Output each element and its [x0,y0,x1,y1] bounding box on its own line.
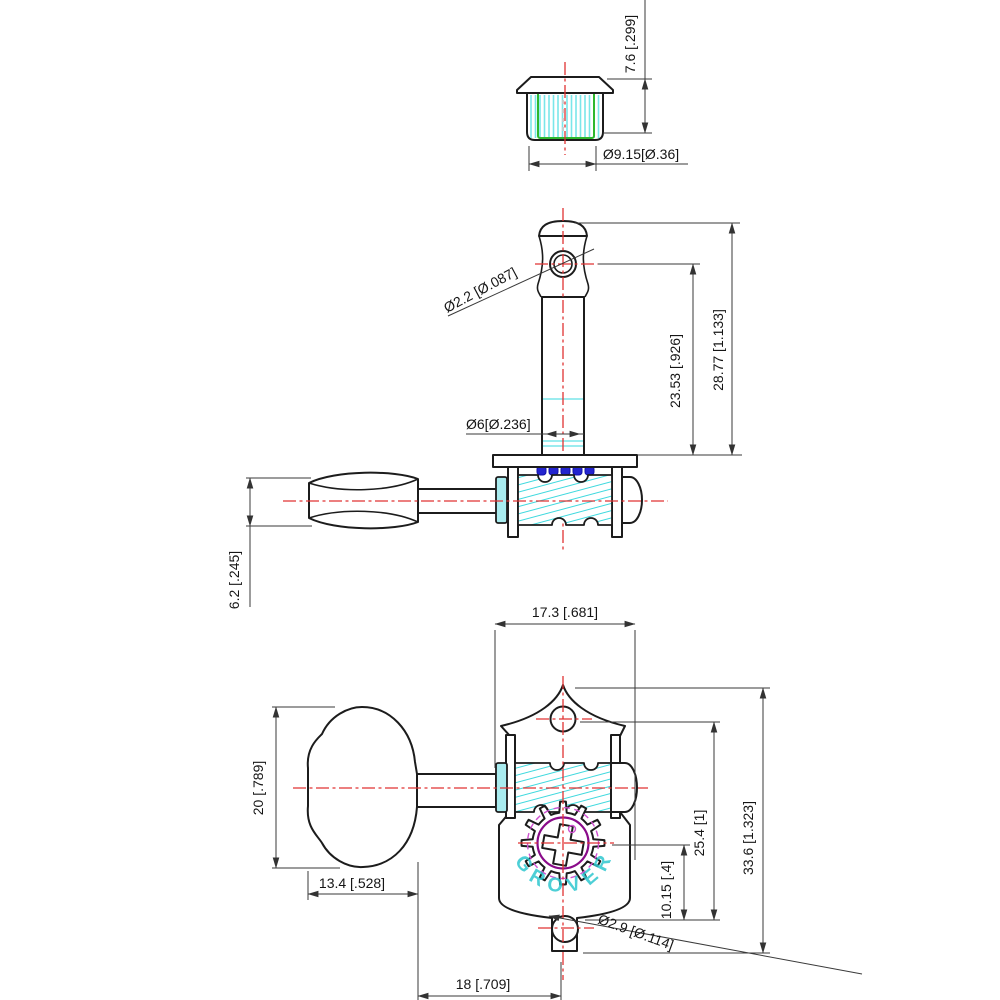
dim-button-width: 13.4 [.528] [319,875,385,891]
dim-hole-spacing: 25.4 [1] [691,810,707,857]
front-view: GROVER [293,676,648,980]
post-neck-left [536,235,544,298]
dim-post-overall: 28.77 [1.133] [710,309,726,391]
dim-string-hole-diameter: Ø2.2 [Ø.087] [441,264,519,316]
dim-button-length: 20 [.789] [250,761,266,816]
post-neck-right [582,235,590,298]
side-view [283,454,668,538]
worm-bearing-left-side [495,476,508,524]
dim-center-offset: 18 [.709] [456,976,511,992]
stem-front [416,773,497,808]
dim-post-above-plate: 23.53 [.926] [667,334,683,408]
button-side-face-top [308,478,419,491]
dim-bushing-diameter: Ø9.15[Ø.36] [603,146,679,162]
dim-plate-length: 33.6 [1.323] [740,801,756,875]
button-front [306,706,418,869]
plate-screw-hole-bottom [551,915,579,943]
dim-post-diameter: Ø6[Ø.236] [466,416,531,432]
string-post-view [535,208,598,552]
dim-bushing-height: 7.6 [.299] [622,15,638,73]
pinion-index-dot [567,824,577,834]
dim-button-thickness: 6.2 [.245] [226,551,242,609]
bushing-top-view [516,62,614,155]
dim-gear-to-hole: 10.15 [.4] [658,861,674,919]
worm-bearing-right-side [621,476,643,524]
dim-housing-width: 17.3 [.681] [532,604,598,620]
mounting-plate-side [492,454,638,468]
button-side-face-bottom [308,510,419,523]
worm-gear-side [517,474,613,526]
